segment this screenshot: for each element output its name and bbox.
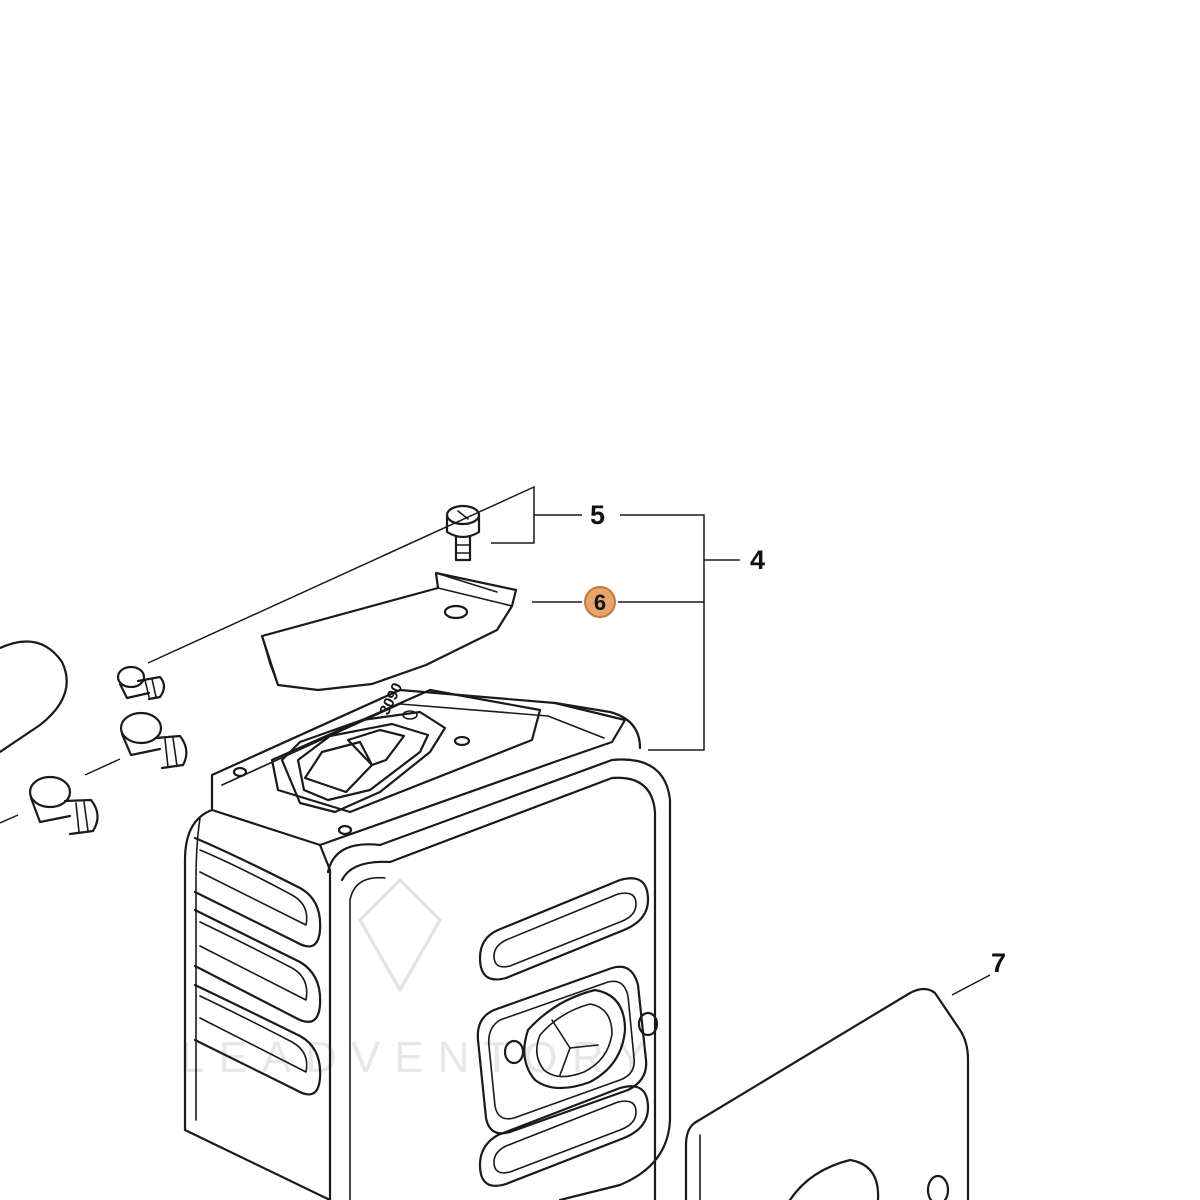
gasket: [684, 987, 970, 1200]
callout-6-highlight: 6: [584, 586, 616, 618]
callout-6: 6: [594, 590, 606, 615]
part-stamp: 3090: [376, 680, 406, 717]
bolt-upper: [116, 665, 166, 701]
callout-labels: 5 4 6 7: [584, 500, 1006, 978]
leader-7: [951, 974, 991, 996]
callout-4: 4: [750, 545, 765, 575]
leader-bolt-lower: [0, 814, 19, 824]
watermark-text: LEADVENTORY: [180, 1033, 660, 1082]
partial-cover-left: [0, 640, 68, 754]
bolt-middle: [119, 711, 188, 770]
leader-bolt-upper: [147, 485, 535, 664]
callout-5: 5: [590, 500, 605, 530]
watermark: LEADVENTORY: [180, 877, 660, 1082]
bolt-lower: [28, 775, 99, 836]
screw: [445, 504, 481, 562]
muffler-body: 3090: [183, 680, 672, 1200]
bracket-4: [620, 514, 705, 751]
callout-7: 7: [991, 948, 1006, 978]
leader-5: [491, 514, 582, 544]
deflector-plate: [260, 571, 518, 692]
leader-bolt-middle: [84, 758, 121, 776]
leader-lines: [147, 485, 991, 996]
